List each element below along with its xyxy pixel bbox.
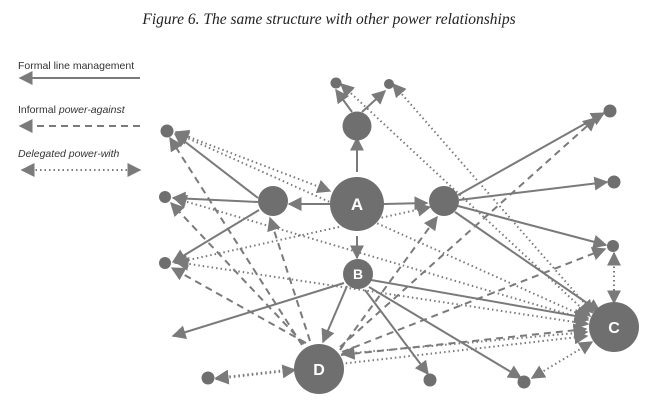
edge-informal (169, 136, 303, 346)
node-small (607, 175, 621, 189)
edge-informal (341, 247, 607, 353)
node-small (159, 257, 171, 269)
node-small (423, 373, 437, 387)
edge-formal (321, 285, 348, 344)
edge-formal (171, 191, 259, 206)
figure-caption: Figure 6. The same structure with other … (142, 11, 516, 28)
legend-formal-label: Formal line management (18, 60, 135, 72)
node-d-label: D (313, 362, 325, 379)
node-small (607, 240, 619, 252)
node-small (330, 77, 342, 89)
edge-formal (335, 88, 353, 113)
edge-formal (457, 205, 608, 249)
edge-delegated (174, 256, 590, 330)
node-small (517, 375, 531, 389)
edge-delegated (174, 131, 590, 320)
node-left-mid (258, 186, 288, 216)
edge-delegated (392, 82, 594, 315)
node-small (603, 104, 617, 118)
node-right-mid (429, 186, 459, 216)
edge-delegated (214, 364, 297, 385)
legend-informal-label: Informal power-against (18, 104, 125, 116)
edge-formal (458, 176, 609, 201)
node-b-label: B (353, 266, 363, 282)
node-a-label: A (351, 195, 363, 214)
node-c (589, 302, 639, 352)
legend-delegated-label: Delegated power-with (18, 148, 120, 160)
node-small (159, 191, 171, 203)
edge-delegated (173, 202, 432, 268)
node-small (160, 124, 174, 138)
node-small (201, 371, 215, 385)
edge-formal (454, 211, 602, 313)
edge-delegated (214, 330, 589, 384)
edge-formal (173, 133, 259, 199)
edge-delegated (530, 341, 594, 379)
node-top-mid (342, 111, 372, 141)
edge-delegated (340, 326, 589, 360)
node-a (330, 177, 384, 231)
node-small (384, 79, 394, 89)
node-c-label: C (608, 320, 620, 337)
edge-formal (171, 282, 345, 339)
edge-formal (383, 196, 429, 211)
edge-informal (170, 267, 307, 344)
node-b (343, 259, 373, 289)
node-d (294, 344, 344, 394)
edge-formal (361, 90, 387, 113)
edge-informal (340, 323, 588, 356)
